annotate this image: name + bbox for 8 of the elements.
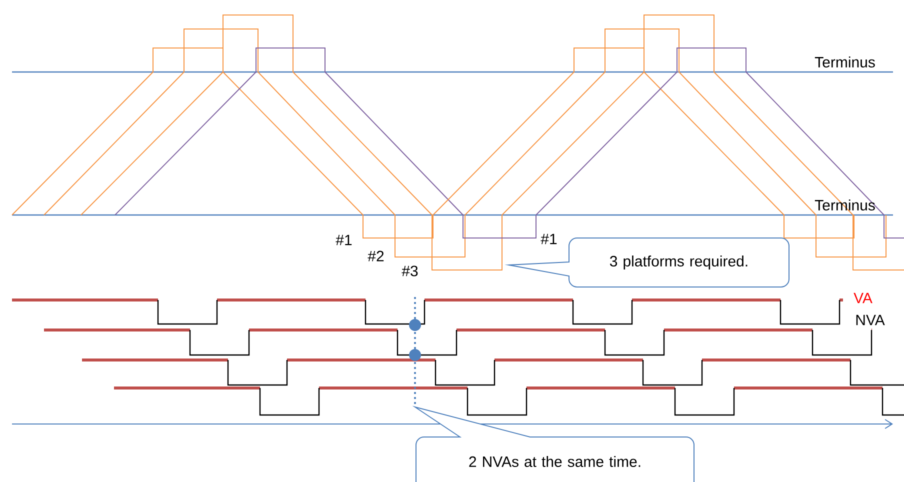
series-label: VA xyxy=(854,292,872,304)
node-label: 2 NVAs at the same time. xyxy=(469,456,640,468)
callout: 2 NVAs at the same time. xyxy=(414,406,694,482)
platform-number: #3 xyxy=(402,266,418,276)
platform-number: #1 xyxy=(336,234,352,246)
platform-number: #2 xyxy=(368,250,384,262)
terminus-label: Terminus xyxy=(814,56,875,68)
series-label: NVA xyxy=(856,314,885,326)
